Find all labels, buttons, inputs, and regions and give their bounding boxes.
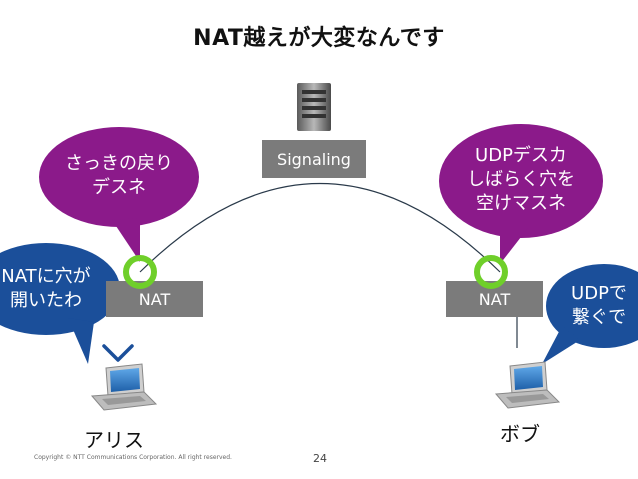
speech-bubble-right-top bbox=[439, 124, 603, 264]
slide-title: NAT越えが大変なんです bbox=[193, 26, 445, 51]
alice-label: アリス bbox=[84, 428, 144, 452]
copyright-text: Copyright © NTT Communications Corporati… bbox=[34, 454, 232, 461]
speech-bubble-left-top bbox=[39, 127, 199, 262]
nat-hole-right-icon bbox=[474, 255, 508, 289]
speech-bubble-right-bottom bbox=[542, 264, 638, 364]
page-number: 24 bbox=[313, 452, 327, 465]
bubble-right-top-text: UDPデスカ しばらく穴を 空けマスネ bbox=[467, 145, 575, 214]
bubble-left-top-text: さっきの戻り デスネ bbox=[65, 153, 173, 198]
laptop-icon bbox=[494, 361, 561, 409]
nat-left-label: NAT bbox=[138, 289, 171, 309]
nat-box-left: NAT bbox=[106, 281, 203, 317]
signaling-server-box: Signaling bbox=[262, 140, 366, 178]
signaling-label: Signaling bbox=[277, 149, 351, 169]
speech-bubble-left-bottom bbox=[0, 243, 120, 364]
bubble-left-bottom-text: NATに穴が 開いたわ bbox=[1, 266, 91, 311]
bubble-right-bottom-text: UDPで 繋ぐで bbox=[571, 283, 627, 328]
connection-arc bbox=[139, 182, 501, 273]
nat-hole-left-icon bbox=[123, 255, 157, 289]
down-arrow-icon bbox=[102, 344, 134, 362]
nat-right-label: NAT bbox=[478, 289, 511, 309]
server-icon bbox=[297, 83, 331, 131]
bob-label: ボブ bbox=[500, 422, 540, 446]
laptop-icon bbox=[90, 363, 158, 411]
